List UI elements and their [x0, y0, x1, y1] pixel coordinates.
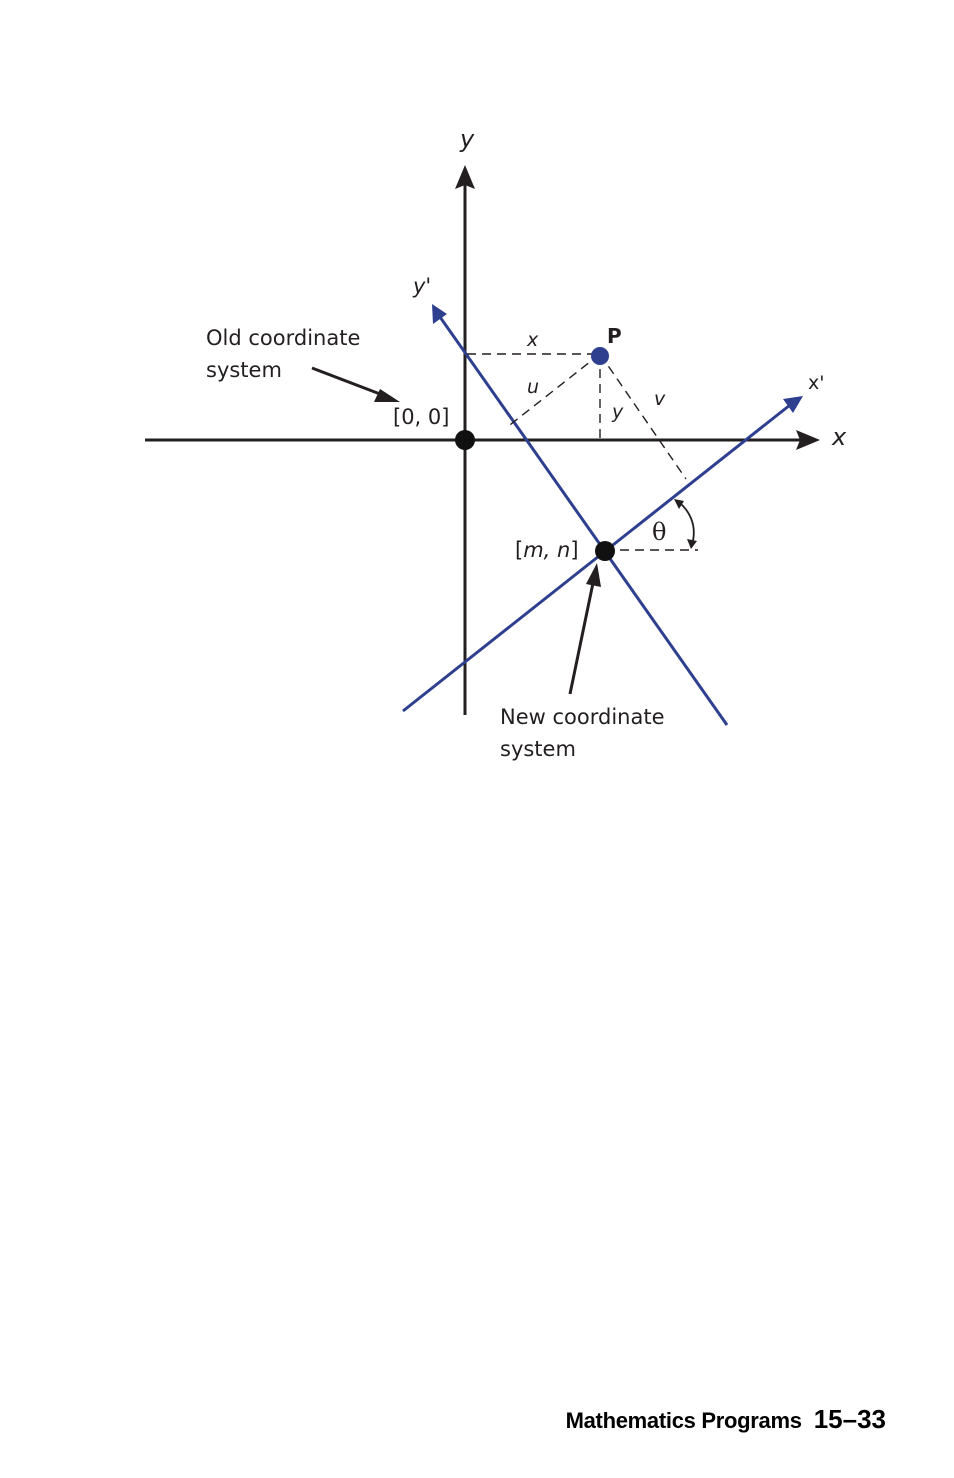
point-p-dot	[591, 347, 609, 365]
new-y-prime-arrowhead	[432, 304, 447, 324]
old-origin-label: [0, 0]	[393, 405, 449, 429]
y-axis-label: y	[459, 125, 475, 153]
footer-section-title: Mathematics Programs	[565, 1408, 802, 1433]
new-y-prime-axis	[438, 316, 729, 726]
new-origin-label: [m, n]	[515, 538, 579, 562]
segment-y-label: y	[611, 401, 624, 423]
old-x-axis-arrowhead	[796, 430, 820, 450]
page-footer: Mathematics Programs 15–33	[566, 1404, 886, 1435]
new-system-pointer-line	[568, 582, 595, 695]
new-system-caption-line2: system	[500, 737, 576, 761]
theta-arc-arrowhead-top	[674, 499, 684, 509]
old-origin-dot	[455, 430, 475, 450]
footer-page-number: 15–33	[813, 1404, 886, 1434]
dashed-u-projection	[505, 353, 601, 429]
x-prime-label: x'	[808, 372, 824, 394]
old-y-axis-arrowhead	[455, 165, 475, 189]
segment-v-label: v	[654, 388, 666, 410]
new-origin-dot	[595, 541, 615, 561]
dashed-v-projection	[599, 353, 687, 480]
old-system-pointer-line	[311, 366, 381, 396]
point-p-label: P	[607, 324, 622, 348]
y-prime-label: y'	[412, 274, 431, 298]
new-x-prime-arrowhead	[783, 396, 803, 413]
x-axis-label: x	[831, 423, 847, 451]
old-axes	[145, 165, 820, 715]
theta-angle-arc	[678, 501, 695, 546]
theta-arc-arrowhead-bottom	[687, 539, 697, 549]
segment-u-label: u	[527, 376, 539, 398]
segment-x-label: x	[526, 329, 539, 351]
theta-label: θ	[652, 518, 666, 546]
old-system-pointer-head	[374, 389, 400, 402]
old-system-caption-line1: Old coordinate	[206, 326, 360, 350]
new-system-caption-line1: New coordinate	[500, 705, 664, 729]
coordinate-rotation-diagram: y x y' x' P x u y v θ [0, 0] [m, n] Old …	[145, 125, 847, 761]
new-x-prime-axis	[402, 403, 791, 713]
new-system-pointer-head	[586, 563, 601, 587]
construction-lines	[467, 353, 698, 551]
old-system-caption-line2: system	[206, 358, 282, 382]
pointer-arrows	[311, 366, 601, 695]
new-axes	[402, 304, 803, 726]
